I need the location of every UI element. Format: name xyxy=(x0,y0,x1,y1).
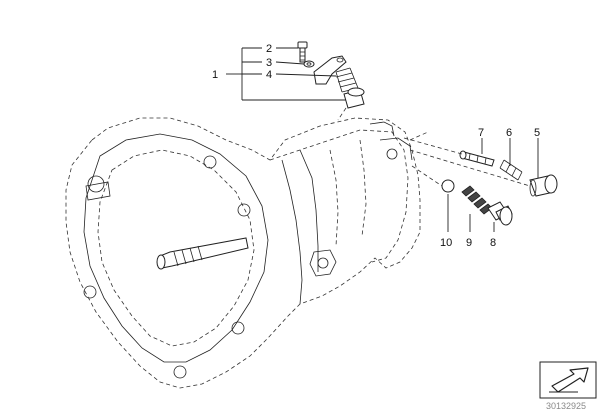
bracket-part xyxy=(313,55,347,85)
callout-3: 3 xyxy=(266,57,272,69)
callout-1: 1 xyxy=(212,69,218,81)
spring-part-9 xyxy=(461,185,493,215)
callout-6: 6 xyxy=(506,127,512,139)
pin-part-7 xyxy=(459,150,495,167)
plunger-part xyxy=(343,87,365,109)
assembly-lines xyxy=(337,107,531,187)
callout-10: 10 xyxy=(440,237,452,249)
plug-part-5 xyxy=(529,174,558,197)
input-shaft xyxy=(156,237,249,270)
bolt-part-2 xyxy=(297,41,308,63)
callout-5: 5 xyxy=(534,127,540,139)
transmission-housing xyxy=(65,117,421,389)
spring-part-6 xyxy=(499,159,523,181)
arrow-icon xyxy=(549,367,589,393)
callout-labels: 1 2 3 4 5 6 7 8 9 10 xyxy=(212,43,540,249)
screw-plug-part-8 xyxy=(487,201,513,226)
arrow-icon-box xyxy=(539,361,597,399)
document-number: 30132925 xyxy=(546,401,586,411)
callout-2: 2 xyxy=(266,43,272,55)
washer-part-3 xyxy=(303,60,315,68)
spring-part-4 xyxy=(335,67,359,93)
leader-lines xyxy=(226,47,539,232)
callout-4: 4 xyxy=(266,69,272,81)
ball-part-10 xyxy=(441,179,455,193)
callout-9: 9 xyxy=(466,237,472,249)
callout-8: 8 xyxy=(490,237,496,249)
callout-7: 7 xyxy=(478,127,484,139)
